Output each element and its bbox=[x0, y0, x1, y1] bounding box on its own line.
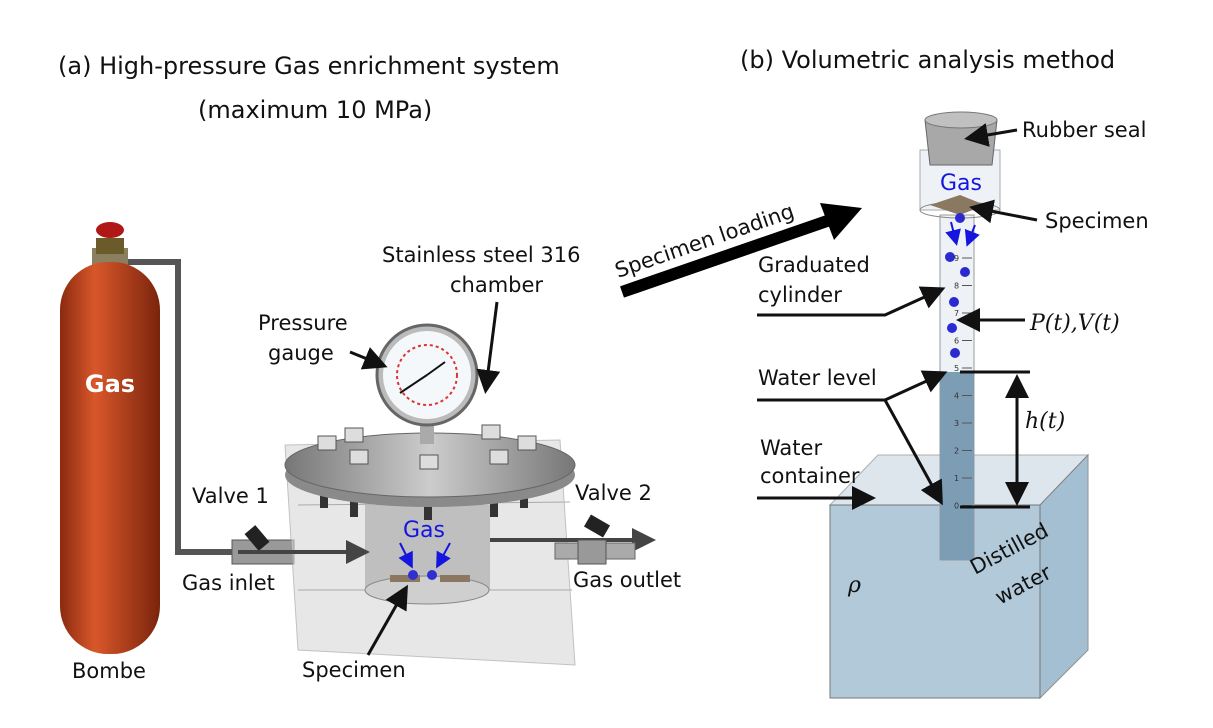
bubble-flow-arrow bbox=[945, 221, 961, 246]
graduated-label-2: cylinder bbox=[758, 283, 842, 307]
chamber-label-2: chamber bbox=[450, 273, 543, 297]
scale-tick-label: 7 bbox=[954, 309, 959, 318]
gas-outlet-label: Gas outlet bbox=[573, 568, 681, 592]
water-level-pointer-2 bbox=[883, 399, 943, 506]
water-container-label-1: Water bbox=[760, 436, 822, 460]
rho-label: ρ bbox=[847, 573, 861, 598]
gas-bombe: Gas bbox=[60, 222, 160, 654]
pressure-gauge-label-2: gauge bbox=[268, 341, 334, 365]
graduated-label-1: Graduated bbox=[758, 253, 870, 277]
rubber-seal-arrow bbox=[964, 123, 1018, 147]
scale-tick-label: 0 bbox=[954, 502, 959, 511]
graduated-pointer bbox=[757, 286, 946, 317]
specimen-pieces bbox=[390, 570, 470, 582]
pressure-chamber bbox=[284, 323, 576, 666]
water-level-label: Water level bbox=[758, 366, 877, 390]
height-label: h(t) bbox=[1025, 409, 1065, 434]
valve-handwheel-icon bbox=[96, 222, 124, 238]
scale-tick-label: 5 bbox=[954, 364, 959, 373]
gas-flow-arrow bbox=[398, 542, 413, 569]
specimen-label-a: Specimen bbox=[302, 658, 406, 682]
specimen-arrow-b bbox=[969, 199, 1038, 224]
pressure-gauge-label-1: Pressure bbox=[258, 311, 348, 335]
valve1-label: Valve 1 bbox=[192, 484, 269, 508]
cylinder-gas-label: Gas bbox=[940, 171, 982, 196]
gas-flow-arrow bbox=[436, 542, 451, 569]
rubber-seal-label: Rubber seal bbox=[1022, 118, 1146, 142]
chamber-arrow bbox=[476, 301, 501, 394]
bubble-flow-arrow bbox=[964, 224, 980, 247]
loading-arrow bbox=[620, 214, 832, 298]
valve2-label: Valve 2 bbox=[575, 481, 652, 505]
gas-pipe bbox=[128, 259, 238, 555]
scale-tick-label: 8 bbox=[954, 282, 959, 291]
bombe-gas-label: Gas bbox=[85, 370, 135, 398]
bombe-label: Bombe bbox=[72, 659, 146, 683]
valve2 bbox=[554, 514, 636, 565]
gauge-arrow bbox=[349, 347, 388, 370]
water-container-label-2: container bbox=[760, 464, 860, 488]
specimen-label-b: Specimen bbox=[1045, 209, 1149, 233]
specimen-arrow-a bbox=[366, 584, 408, 656]
pv-label: P(t),V(t) bbox=[1029, 311, 1120, 336]
loading-arrowhead-icon bbox=[820, 203, 862, 240]
panel-a-title: (a) High-pressure Gas enrichment system bbox=[58, 52, 560, 80]
scale-tick-label: 9 bbox=[954, 254, 959, 263]
panel-b-title: (b) Volumetric analysis method bbox=[740, 46, 1115, 74]
gas-inlet-label: Gas inlet bbox=[182, 571, 275, 595]
scale-tick-label: 1 bbox=[954, 474, 959, 483]
chamber-gas-label: Gas bbox=[403, 518, 445, 543]
chamber-label-1: Stainless steel 316 bbox=[382, 243, 581, 267]
pressure-gauge-icon bbox=[375, 323, 479, 427]
gas-bubbles bbox=[945, 213, 970, 358]
valve1 bbox=[231, 525, 295, 565]
scale-tick-label: 6 bbox=[954, 337, 959, 346]
scale-tick-label: 4 bbox=[954, 392, 959, 401]
scale-tick-label: 2 bbox=[954, 447, 959, 456]
scale-tick-label: 3 bbox=[954, 419, 959, 428]
panel-a-subtitle: (maximum 10 MPa) bbox=[198, 96, 432, 124]
